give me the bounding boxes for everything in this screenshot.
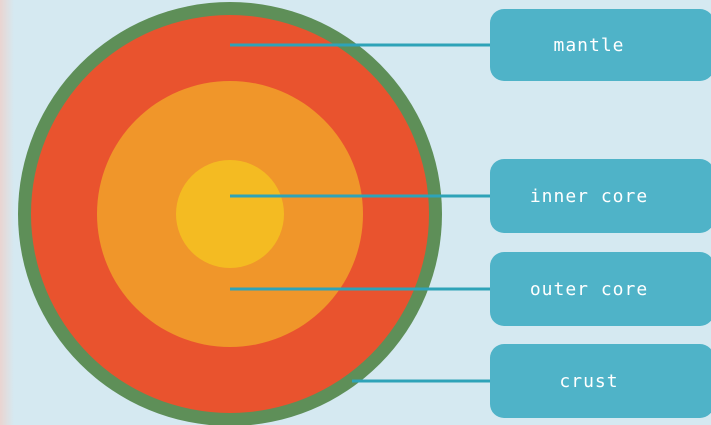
inner-core-layer: [176, 160, 284, 268]
crust-label: crust: [559, 370, 619, 392]
inner-core-label-box: inner core: [490, 159, 711, 233]
edge-wash: [0, 0, 14, 425]
outer-core-label: outer core: [529, 278, 649, 300]
crust-label-box: crust: [490, 344, 711, 418]
mantle-label-box: mantle: [490, 9, 711, 81]
outer-core-label-box: outer core: [490, 252, 711, 326]
inner-core-label: inner core: [529, 185, 649, 207]
mantle-label: mantle: [553, 34, 625, 56]
